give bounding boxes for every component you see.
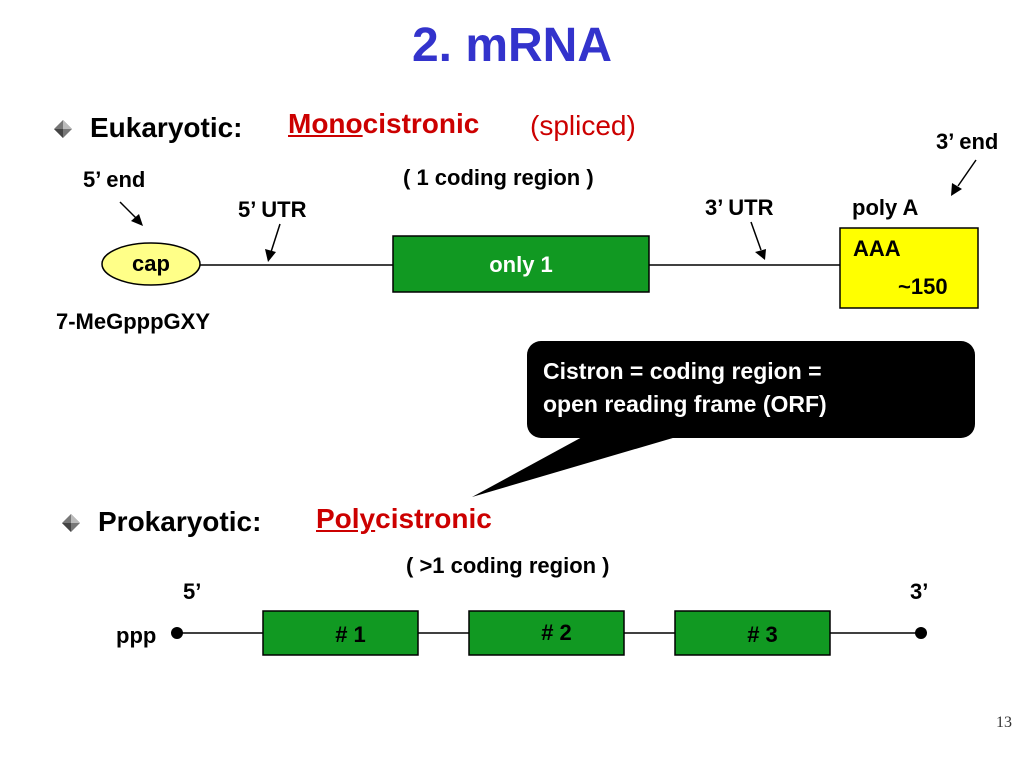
- prokaryotic-five-label: 5’: [183, 579, 202, 604]
- five-utr-arrow: [270, 223, 281, 253]
- slide-title: 2. mRNA: [411, 19, 613, 72]
- five-utr-label: 5’ UTR: [238, 197, 307, 222]
- cap-label: cap: [132, 251, 170, 276]
- three-end-label: 3’ end: [936, 129, 999, 154]
- callout-pointer: [472, 430, 700, 497]
- prokaryotic-three-label: 3’: [910, 579, 929, 604]
- coding-region-label: only 1: [489, 252, 553, 277]
- cap-ellipse: [101, 242, 201, 286]
- bullet-diamond-icon: [54, 120, 72, 138]
- prokaryotic-coding-region-note: ( >1 coding region ): [406, 553, 610, 578]
- callout-line1: Cistron = coding region =: [543, 358, 822, 384]
- eukaryotic-type: Monocistronic: [288, 108, 479, 140]
- cap-structure-label: 7-MeGpppGXY: [56, 309, 211, 334]
- eukaryotic-heading: Eukaryotic:: [90, 112, 243, 143]
- prokaryotic-type-suffix: cistronic: [375, 503, 492, 534]
- eukaryotic-note: (spliced): [530, 110, 636, 141]
- coding-region-3-box: [674, 610, 831, 656]
- poly-a-box: [839, 227, 979, 309]
- eukaryotic-type-prefix: Mono: [288, 108, 363, 139]
- ppp-label: ppp: [116, 623, 157, 648]
- prokaryotic-type: Polycistronic: [316, 503, 492, 535]
- page-number: 13: [996, 714, 1012, 731]
- callout-line2: open reading frame (ORF): [543, 391, 827, 417]
- three-utr-label: 3’ UTR: [705, 195, 774, 220]
- five-end-arrow: [119, 201, 138, 220]
- coding-region-1-box: [262, 610, 419, 656]
- prokaryotic-heading: Prokaryotic:: [98, 506, 262, 537]
- eukaryotic-coding-region-note: ( 1 coding region ): [403, 165, 594, 190]
- five-utr-arrowhead: [265, 249, 276, 262]
- coding-region-3-label: # 3: [747, 622, 778, 647]
- five-end-arrowhead: [131, 214, 143, 226]
- three-utr-arrow: [750, 221, 762, 251]
- five-prime-dot: [171, 627, 183, 639]
- three-prime-dot: [915, 627, 927, 639]
- coding-region-1-label: # 1: [335, 622, 366, 647]
- eukaryotic-type-suffix: cistronic: [362, 108, 480, 139]
- three-utr-arrowhead: [755, 249, 766, 260]
- poly-a-label: poly A: [852, 195, 919, 220]
- three-end-arrow: [957, 159, 977, 187]
- five-end-label: 5’ end: [83, 167, 146, 192]
- poly-a-box-line1: AAA: [853, 236, 901, 261]
- bullet-diamond-icon: [62, 514, 80, 532]
- coding-region-box: [392, 235, 650, 293]
- prokaryotic-type-prefix: Poly: [316, 503, 376, 534]
- poly-a-box-line2: ~150: [898, 274, 948, 299]
- three-end-arrowhead: [951, 183, 962, 196]
- callout-text: Cistron = coding region = open reading f…: [543, 355, 827, 421]
- coding-region-2-label: # 2: [541, 620, 572, 645]
- coding-region-2-box: [468, 610, 625, 656]
